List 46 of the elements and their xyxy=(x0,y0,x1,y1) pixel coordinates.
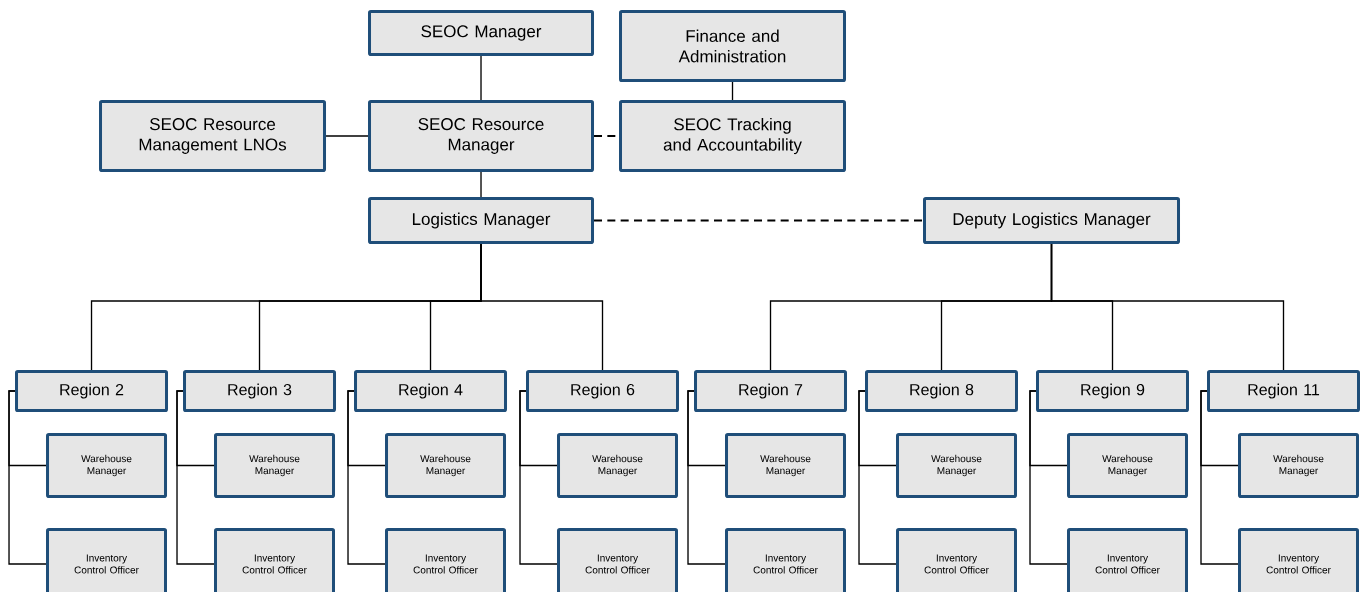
connector-line xyxy=(8,390,47,565)
region-box: Region 4 xyxy=(354,370,507,412)
role-box: Warehouse Manager xyxy=(896,433,1017,498)
role-box: Inventory Control Officer xyxy=(896,528,1017,592)
role-box: Warehouse Manager xyxy=(385,433,506,498)
role-box: Warehouse Manager xyxy=(214,433,335,498)
role-box: Inventory Control Officer xyxy=(46,528,167,592)
connector-line xyxy=(593,219,924,222)
connector-line xyxy=(176,390,215,565)
connector-line xyxy=(347,390,386,565)
role-box: SEOC Resource Manager xyxy=(368,100,594,172)
connector-line xyxy=(1029,390,1068,565)
role-box: Logistics Manager xyxy=(368,197,594,244)
connector-line xyxy=(519,390,558,565)
connector-line xyxy=(480,243,604,371)
role-box: Inventory Control Officer xyxy=(557,528,678,592)
role-box: SEOC Manager xyxy=(368,10,594,56)
region-box: Region 2 xyxy=(15,370,168,412)
connector-line xyxy=(731,81,734,101)
role-box: SEOC Resource Management LNOs xyxy=(99,100,326,172)
role-box: Inventory Control Officer xyxy=(385,528,506,592)
role-box: Warehouse Manager xyxy=(1238,433,1359,498)
role-box: Warehouse Manager xyxy=(557,433,678,498)
role-box: Finance and Administration xyxy=(619,10,846,82)
role-box: Inventory Control Officer xyxy=(214,528,335,592)
connector-line xyxy=(858,390,897,565)
connector-line xyxy=(687,390,726,565)
role-box: Warehouse Manager xyxy=(46,433,167,498)
role-box: Inventory Control Officer xyxy=(725,528,846,592)
connector-line xyxy=(1050,243,1285,371)
role-box: SEOC Tracking and Accountability xyxy=(619,100,846,172)
role-box: Warehouse Manager xyxy=(1067,433,1188,498)
role-box: Warehouse Manager xyxy=(725,433,846,498)
region-box: Region 11 xyxy=(1207,370,1360,412)
role-box: Deputy Logistics Manager xyxy=(923,197,1180,244)
connector-line xyxy=(480,55,482,101)
connector-line xyxy=(325,135,369,137)
region-box: Region 3 xyxy=(183,370,336,412)
role-box: Inventory Control Officer xyxy=(1067,528,1188,592)
region-box: Region 9 xyxy=(1036,370,1189,412)
region-box: Region 6 xyxy=(526,370,679,412)
region-box: Region 7 xyxy=(694,370,847,412)
connector-line xyxy=(480,171,482,198)
region-box: Region 8 xyxy=(865,370,1018,412)
role-box: Inventory Control Officer xyxy=(1238,528,1359,592)
connector-line xyxy=(1200,390,1239,565)
